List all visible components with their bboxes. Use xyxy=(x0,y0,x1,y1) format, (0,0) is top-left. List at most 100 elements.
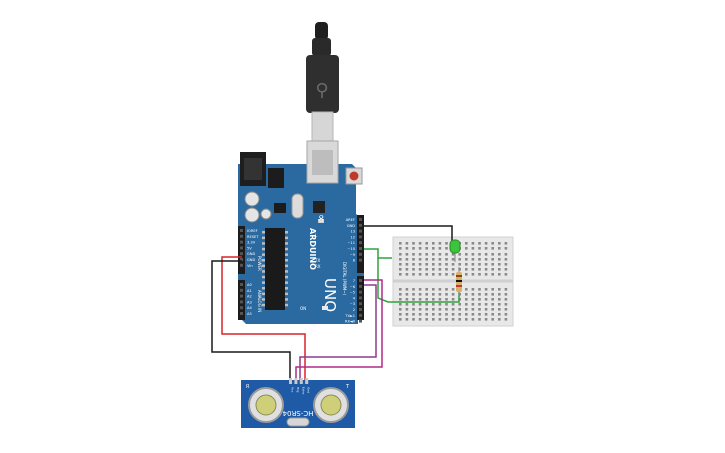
breadboard-hole[interactable] xyxy=(405,273,409,276)
breadboard-hole[interactable] xyxy=(465,298,468,301)
breadboard-hole[interactable] xyxy=(438,268,442,271)
breadboard-hole[interactable] xyxy=(418,318,422,321)
breadboard-hole[interactable] xyxy=(498,308,501,311)
breadboard-hole[interactable] xyxy=(432,308,435,311)
power-pin-hole[interactable] xyxy=(240,263,243,267)
breadboard-hole[interactable] xyxy=(399,258,402,261)
breadboard-hole[interactable] xyxy=(484,303,488,306)
breadboard-hole[interactable] xyxy=(425,253,428,256)
breadboard-hole[interactable] xyxy=(484,263,488,266)
breadboard-hole[interactable] xyxy=(498,288,501,291)
breadboard-hole[interactable] xyxy=(478,318,481,321)
wire-pin10-to-breadboard[interactable] xyxy=(364,248,392,259)
breadboard-hole[interactable] xyxy=(405,242,409,245)
breadboard-hole[interactable] xyxy=(458,308,461,311)
breadboard-hole[interactable] xyxy=(438,258,442,261)
breadboard-hole[interactable] xyxy=(425,247,428,250)
digital-pin-hole[interactable] xyxy=(359,279,362,282)
breadboard-hole[interactable] xyxy=(491,242,494,245)
breadboard-hole[interactable] xyxy=(445,253,448,256)
breadboard-hole[interactable] xyxy=(451,288,455,291)
breadboard-hole[interactable] xyxy=(458,303,461,306)
breadboard-hole[interactable] xyxy=(425,293,428,296)
breadboard-hole[interactable] xyxy=(465,273,468,276)
digital-pin-hole[interactable] xyxy=(359,241,362,245)
breadboard-hole[interactable] xyxy=(418,313,422,316)
breadboard-hole[interactable] xyxy=(471,288,475,291)
analog-pin-hole[interactable] xyxy=(240,294,243,298)
breadboard-hole[interactable] xyxy=(399,313,402,316)
breadboard-hole[interactable] xyxy=(484,308,488,311)
breadboard-hole[interactable] xyxy=(498,253,501,256)
breadboard-hole[interactable] xyxy=(432,273,435,276)
breadboard-hole[interactable] xyxy=(471,293,475,296)
breadboard-hole[interactable] xyxy=(498,313,501,316)
breadboard-hole[interactable] xyxy=(471,247,475,250)
breadboard-hole[interactable] xyxy=(451,253,455,256)
breadboard-hole[interactable] xyxy=(465,313,468,316)
breadboard-hole[interactable] xyxy=(484,313,488,316)
breadboard-hole[interactable] xyxy=(405,308,409,311)
breadboard-hole[interactable] xyxy=(438,318,442,321)
breadboard-hole[interactable] xyxy=(418,263,422,266)
breadboard-hole[interactable] xyxy=(484,247,488,250)
breadboard-hole[interactable] xyxy=(504,242,508,245)
breadboard-hole[interactable] xyxy=(445,268,448,271)
breadboard-hole[interactable] xyxy=(418,298,422,301)
breadboard-hole[interactable] xyxy=(451,298,455,301)
breadboard-hole[interactable] xyxy=(465,253,468,256)
breadboard-hole[interactable] xyxy=(471,273,475,276)
breadboard-hole[interactable] xyxy=(432,298,435,301)
breadboard-hole[interactable] xyxy=(471,258,475,261)
breadboard-hole[interactable] xyxy=(458,253,461,256)
breadboard-hole[interactable] xyxy=(412,263,415,266)
breadboard-hole[interactable] xyxy=(438,253,442,256)
breadboard-hole[interactable] xyxy=(498,293,501,296)
breadboard-hole[interactable] xyxy=(438,308,442,311)
analog-pin-hole[interactable] xyxy=(240,300,243,304)
breadboard-hole[interactable] xyxy=(498,258,501,261)
power-pin-hole[interactable] xyxy=(240,240,243,244)
breadboard-hole[interactable] xyxy=(491,313,494,316)
breadboard-hole[interactable] xyxy=(491,253,494,256)
breadboard-hole[interactable] xyxy=(438,293,442,296)
breadboard-hole[interactable] xyxy=(399,303,402,306)
breadboard-hole[interactable] xyxy=(405,268,409,271)
breadboard-hole[interactable] xyxy=(465,242,468,245)
breadboard-hole[interactable] xyxy=(438,303,442,306)
breadboard-hole[interactable] xyxy=(504,303,508,306)
breadboard-hole[interactable] xyxy=(432,303,435,306)
digital-pin-hole[interactable] xyxy=(359,229,362,233)
breadboard-hole[interactable] xyxy=(412,298,415,301)
breadboard-hole[interactable] xyxy=(412,273,415,276)
breadboard-hole[interactable] xyxy=(432,253,435,256)
breadboard-hole[interactable] xyxy=(399,268,402,271)
breadboard-hole[interactable] xyxy=(445,298,448,301)
sensor-pin[interactable] xyxy=(299,378,303,384)
breadboard-hole[interactable] xyxy=(418,247,422,250)
breadboard-hole[interactable] xyxy=(484,273,488,276)
breadboard-hole[interactable] xyxy=(504,247,508,250)
breadboard-hole[interactable] xyxy=(458,263,461,266)
breadboard-hole[interactable] xyxy=(451,293,455,296)
breadboard-hole[interactable] xyxy=(432,258,435,261)
breadboard-hole[interactable] xyxy=(399,253,402,256)
breadboard-hole[interactable] xyxy=(465,263,468,266)
breadboard-hole[interactable] xyxy=(498,242,501,245)
breadboard-hole[interactable] xyxy=(405,303,409,306)
breadboard-hole[interactable] xyxy=(399,247,402,250)
breadboard-hole[interactable] xyxy=(498,303,501,306)
breadboard-hole[interactable] xyxy=(458,313,461,316)
breadboard-hole[interactable] xyxy=(425,298,428,301)
analog-pin-hole[interactable] xyxy=(240,306,243,310)
breadboard-hole[interactable] xyxy=(498,247,501,250)
breadboard-hole[interactable] xyxy=(418,253,422,256)
breadboard-hole[interactable] xyxy=(451,273,455,276)
breadboard-hole[interactable] xyxy=(491,318,494,321)
breadboard-hole[interactable] xyxy=(412,308,415,311)
breadboard-hole[interactable] xyxy=(491,273,494,276)
breadboard-hole[interactable] xyxy=(478,308,481,311)
breadboard-hole[interactable] xyxy=(478,303,481,306)
breadboard-hole[interactable] xyxy=(478,313,481,316)
